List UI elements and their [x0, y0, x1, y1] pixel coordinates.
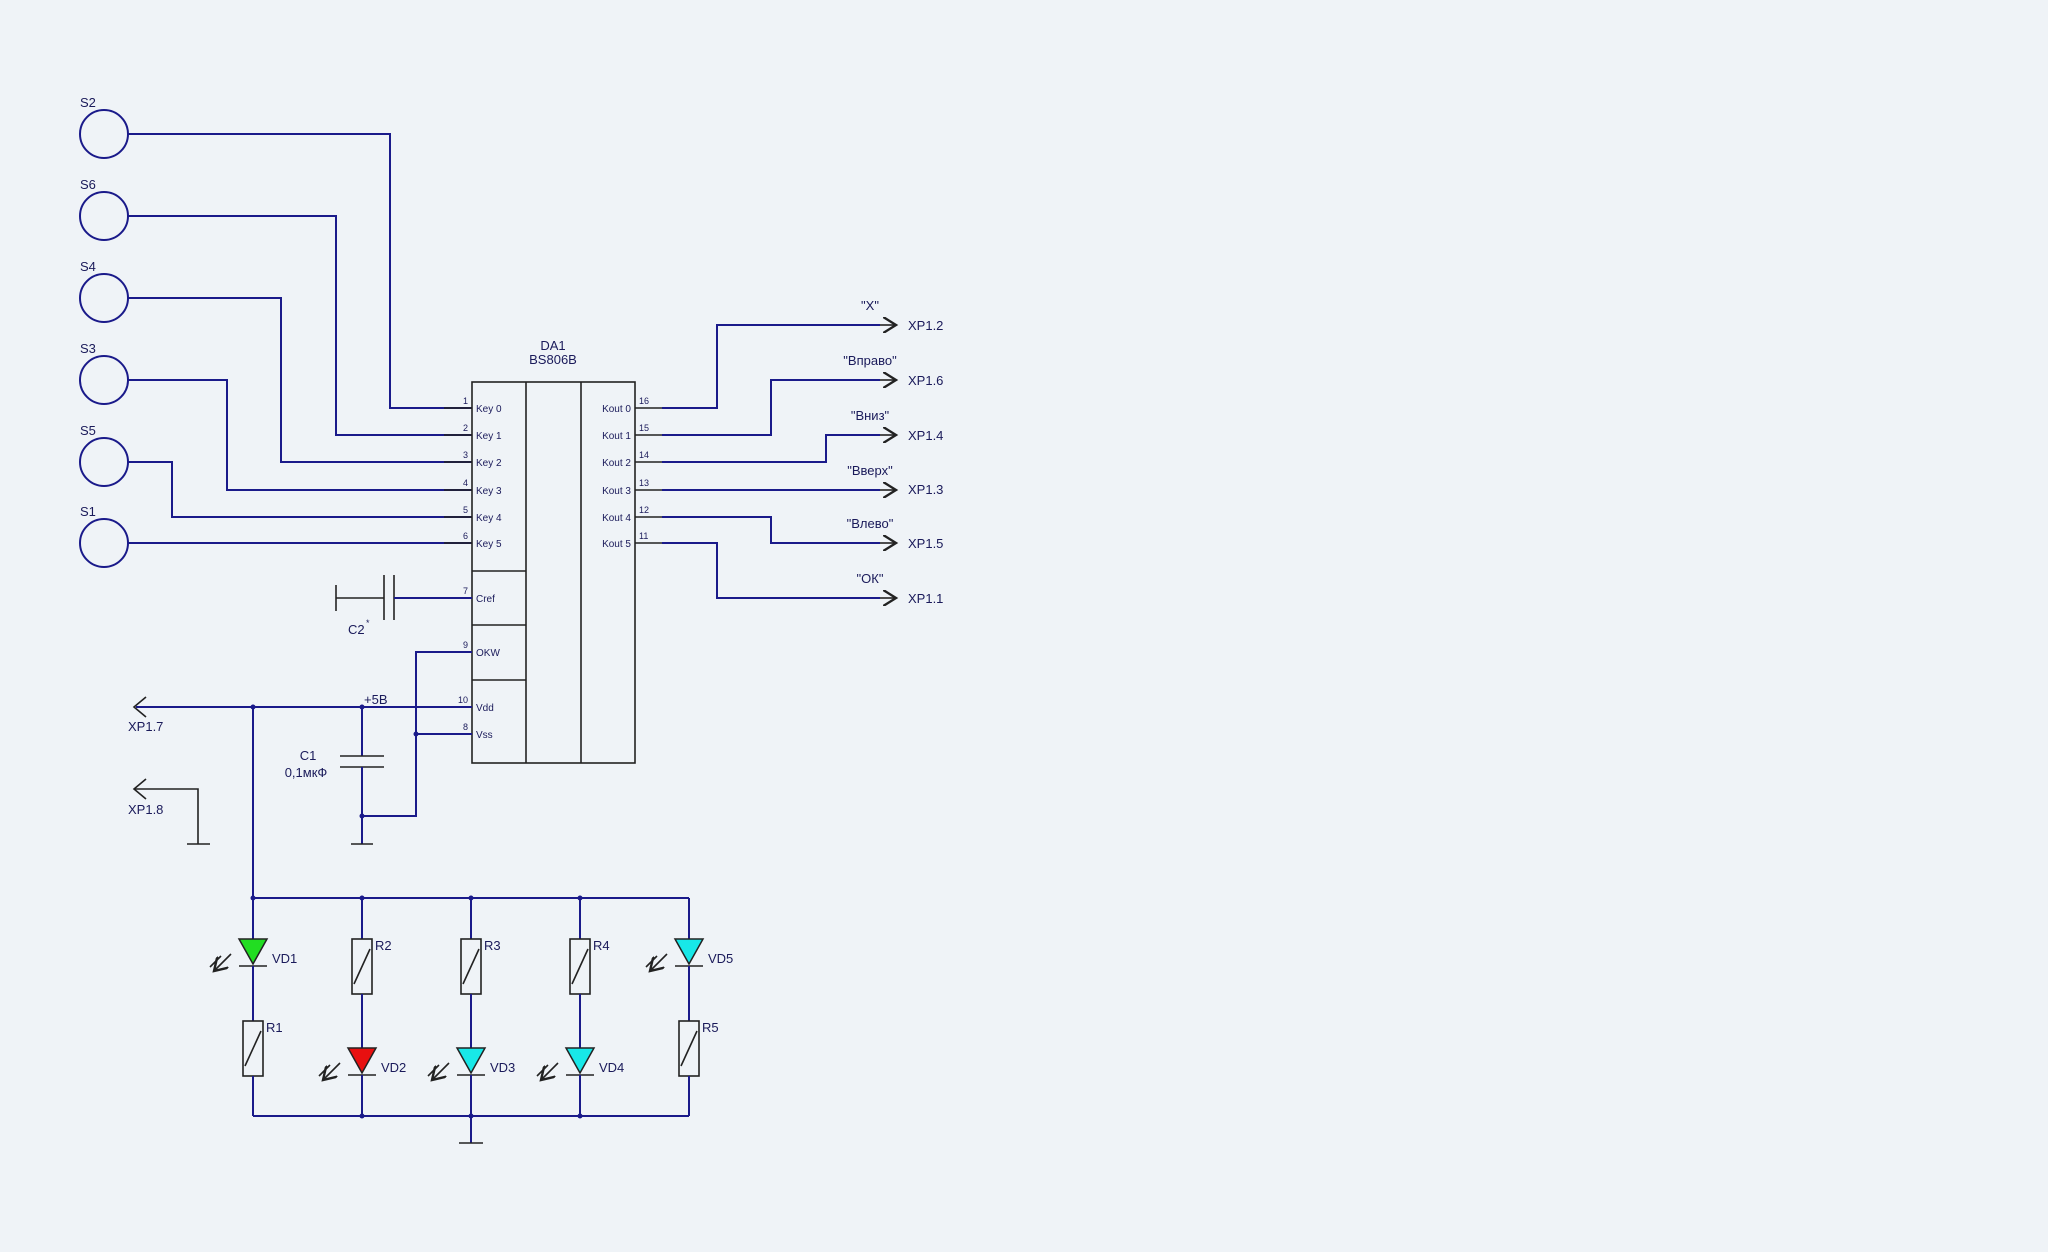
sensor-label: S1 [80, 504, 96, 519]
capacitor-c2: C2 * [335, 575, 472, 637]
vd1-label: VD1 [272, 951, 297, 966]
ground-connector: XP1.8 [128, 778, 210, 845]
chip-part: BS806B [529, 352, 577, 367]
pin-name: Vss [476, 730, 493, 741]
c1-value: 0,1мкФ [285, 765, 328, 780]
chip-da1: DA1 BS806B 1 2 3 4 5 6 7 9 10 8 Key 0 Ke… [444, 338, 662, 764]
sensor-s6: S6 [79, 177, 129, 241]
sensor-s3: S3 [79, 341, 129, 405]
connector-label: XP1.4 [908, 428, 943, 443]
pin-name: Cref [476, 594, 495, 605]
connector-label: XP1.5 [908, 536, 943, 551]
pin-number: 3 [463, 450, 468, 460]
c2-ref: C2 [348, 622, 365, 637]
pin-name: Kout 3 [602, 486, 631, 497]
vd5-label: VD5 [708, 951, 733, 966]
gnd-connector-label: XP1.8 [128, 802, 163, 817]
sensor-label: S3 [80, 341, 96, 356]
pin-name: Kout 4 [602, 513, 631, 524]
output-arrows [880, 325, 896, 598]
pin-number: 10 [458, 695, 468, 705]
pin-name: OKW [476, 648, 500, 659]
output-function-label: "Вверх" [847, 463, 893, 478]
pin-name: Kout 1 [602, 431, 631, 442]
pin-number: 1 [463, 396, 468, 406]
pin-number: 4 [463, 478, 468, 488]
output-wires [662, 324, 880, 599]
sensor-s4: S4 [79, 259, 129, 323]
led-network: VD1 R1 R2 VD2 R3 VD3 R4 [209, 707, 733, 1144]
pin-name: Key 4 [476, 513, 502, 524]
connector-label: XP1.2 [908, 318, 943, 333]
output-labels: "X" "Вправо" "Вниз" "Вверх" "Влево" "ОК"… [843, 298, 943, 606]
sensor-label: S6 [80, 177, 96, 192]
sensor-s2: S2 [79, 95, 129, 159]
r2-label: R2 [375, 938, 392, 953]
pin-name: Kout 5 [602, 539, 631, 550]
pin-name: Key 1 [476, 431, 502, 442]
vd4-label: VD4 [599, 1060, 624, 1075]
c1-ref: C1 [300, 748, 317, 763]
sensor-label: S5 [80, 423, 96, 438]
r4-label: R4 [593, 938, 610, 953]
pin-number: 7 [463, 586, 468, 596]
led-vd1 [237, 938, 269, 966]
output-function-label: "X" [861, 298, 879, 313]
pin-name: Key 3 [476, 486, 502, 497]
sensor-s5: S5 [79, 423, 129, 487]
connector-label: XP1.6 [908, 373, 943, 388]
r3-label: R3 [484, 938, 501, 953]
pin-name: Kout 0 [602, 404, 631, 415]
led-vd4 [564, 1047, 596, 1075]
output-function-label: "Вниз" [851, 408, 890, 423]
pin-number: 8 [463, 722, 468, 732]
c2-mark: * [366, 618, 370, 628]
pin-number: 12 [639, 505, 649, 515]
vd2-label: VD2 [381, 1060, 406, 1075]
sensor-s1: S1 [79, 504, 129, 568]
sensor-wires [128, 133, 472, 544]
pin-number: 6 [463, 531, 468, 541]
chip-ref: DA1 [540, 338, 565, 353]
r1-label: R1 [266, 1020, 283, 1035]
pin-number: 13 [639, 478, 649, 488]
pin-name: Key 2 [476, 458, 502, 469]
pin-name: Vdd [476, 703, 494, 714]
pin-number: 2 [463, 423, 468, 433]
output-function-label: "ОК" [857, 571, 884, 586]
sensor-label: S4 [80, 259, 96, 274]
pin-number: 11 [639, 531, 648, 541]
led-vd2 [346, 1047, 378, 1075]
pin-name: Key 5 [476, 539, 502, 550]
output-function-label: "Влево" [847, 516, 894, 531]
connector-label: XP1.3 [908, 482, 943, 497]
pin-number: 16 [639, 396, 649, 406]
pin-number: 5 [463, 505, 468, 515]
capacitor-c1: C1 0,1мкФ [285, 707, 384, 845]
pin-number: 14 [639, 450, 649, 460]
power-rail: XP1.7 +5В [128, 651, 472, 817]
led-vd5 [673, 938, 705, 966]
led-vd3 [455, 1047, 487, 1075]
vd3-label: VD3 [490, 1060, 515, 1075]
sensor-label: S2 [80, 95, 96, 110]
r5-label: R5 [702, 1020, 719, 1035]
pin-number: 9 [463, 640, 468, 650]
vcc-label: +5В [364, 692, 388, 707]
connector-label: XP1.1 [908, 591, 943, 606]
pin-name: Key 0 [476, 404, 502, 415]
output-function-label: "Вправо" [843, 353, 897, 368]
vcc-connector-label: XP1.7 [128, 719, 163, 734]
pin-number: 15 [639, 423, 649, 433]
pin-name: Kout 2 [602, 458, 631, 469]
